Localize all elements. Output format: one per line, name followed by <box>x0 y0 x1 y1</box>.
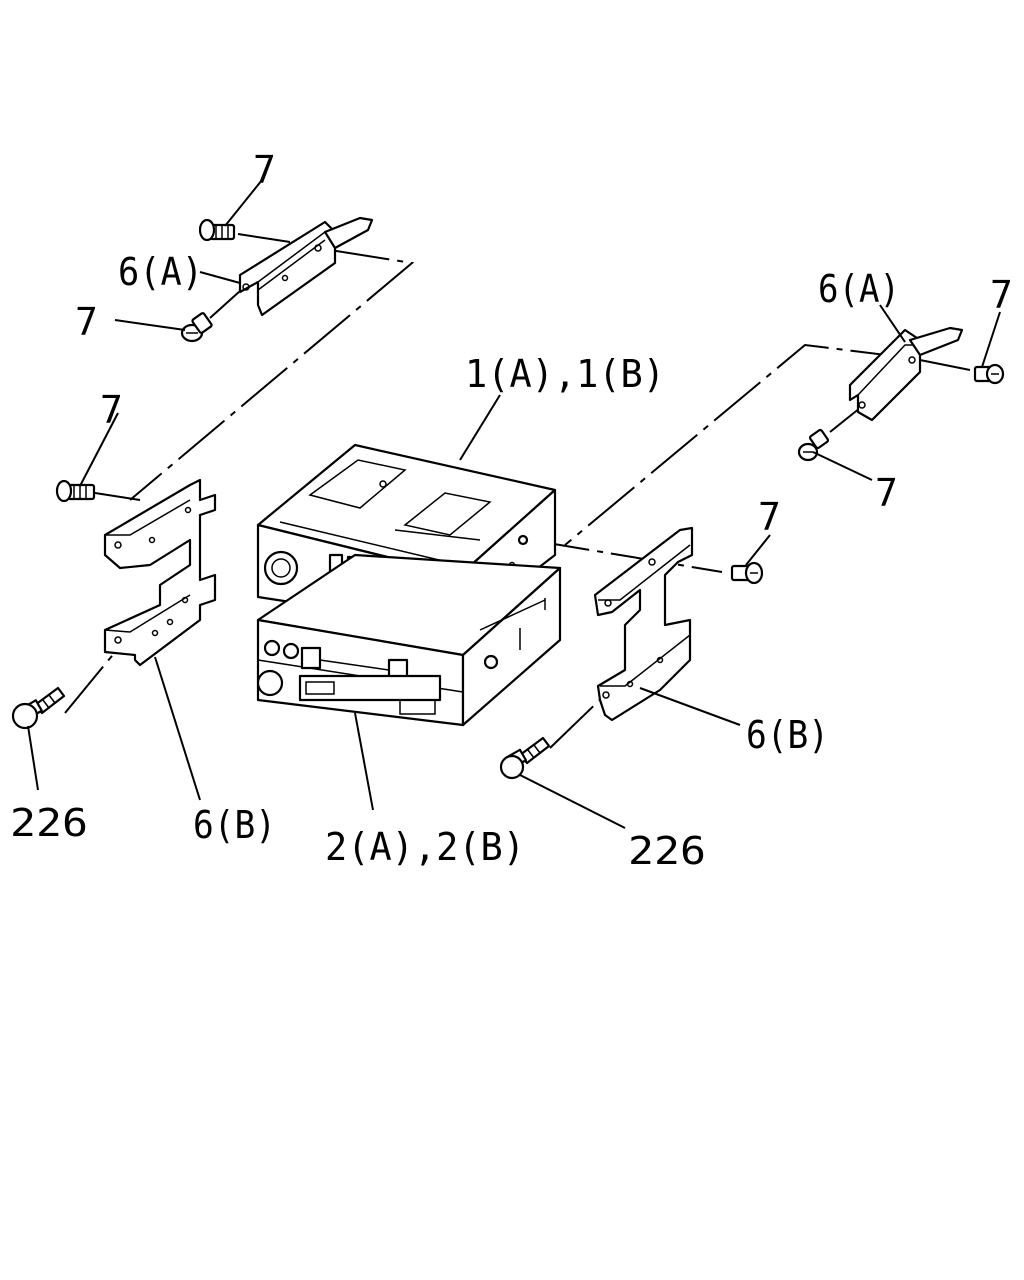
callout-bracket-a-left: 6(A) <box>118 250 203 294</box>
callout-bracket-b-right: 6(B) <box>746 713 829 757</box>
leader-bracket-a-right <box>879 304 906 343</box>
screw-7-top <box>198 218 236 242</box>
leader-unit-lower <box>354 712 374 811</box>
leader-screw-right-lower <box>812 451 873 481</box>
callout-screw-a-left-lower: 7 <box>75 300 98 344</box>
leader-screw-right-top <box>981 311 1001 368</box>
screw-7-right-top <box>973 363 1005 385</box>
alignment-line-screw-right <box>829 407 861 433</box>
alignment-line-left-a <box>129 249 415 501</box>
alignment-line-right-a <box>564 343 911 546</box>
leader-bolt-right <box>519 774 626 829</box>
callout-screw-a-right-top: 7 <box>990 273 1013 317</box>
leader-unit-upper <box>459 394 501 461</box>
callout-unit-lower: 2(A),2(B) <box>325 825 525 869</box>
bracket-6b-right <box>593 526 694 722</box>
screw-7-left-lower <box>180 312 213 343</box>
bracket-6b-left <box>103 478 217 667</box>
alignment-line-screw-top <box>237 233 291 243</box>
leader-screw-top <box>224 179 263 227</box>
alignment-line-right-bolt <box>549 691 609 749</box>
screw-7-right-lower <box>797 428 830 462</box>
leader-bracket-a-left <box>199 271 241 284</box>
callout-bolt-left: 226 <box>10 801 88 845</box>
screw-7-b-right <box>730 561 764 585</box>
bracket-6a-left <box>238 216 374 317</box>
callout-unit-upper: 1(A),1(B) <box>465 352 665 396</box>
leader-bracket-b-right <box>639 687 741 726</box>
screw-7-b-left <box>55 479 96 503</box>
leader-screw-b-left <box>79 412 119 487</box>
bracket-6a-right <box>848 326 964 422</box>
alignment-line-screw-right-a <box>919 359 971 371</box>
alignment-line-screw-b-left <box>94 492 141 501</box>
leader-bolt-left <box>27 725 39 791</box>
callout-bracket-a-right: 6(A) <box>818 267 900 311</box>
alignment-line-left-b <box>64 639 126 714</box>
alignment-line-right-b <box>529 539 723 573</box>
leader-screw-left-lower <box>114 319 186 331</box>
leader-bracket-b-left <box>154 656 201 801</box>
audio-unit-lower <box>256 553 562 727</box>
leader-screw-b-right <box>745 534 771 566</box>
callout-bracket-b-left: 6(B) <box>193 803 276 847</box>
callout-screw-b-left: 7 <box>100 388 123 432</box>
callout-screw-a-top: 7 <box>253 148 276 192</box>
callout-screw-b-right: 7 <box>758 495 781 539</box>
callout-screw-a-right-lower: 7 <box>875 471 898 515</box>
callout-bolt-right: 226 <box>628 829 706 873</box>
bolt-226-left <box>11 686 66 730</box>
bolt-226-right <box>499 736 551 780</box>
